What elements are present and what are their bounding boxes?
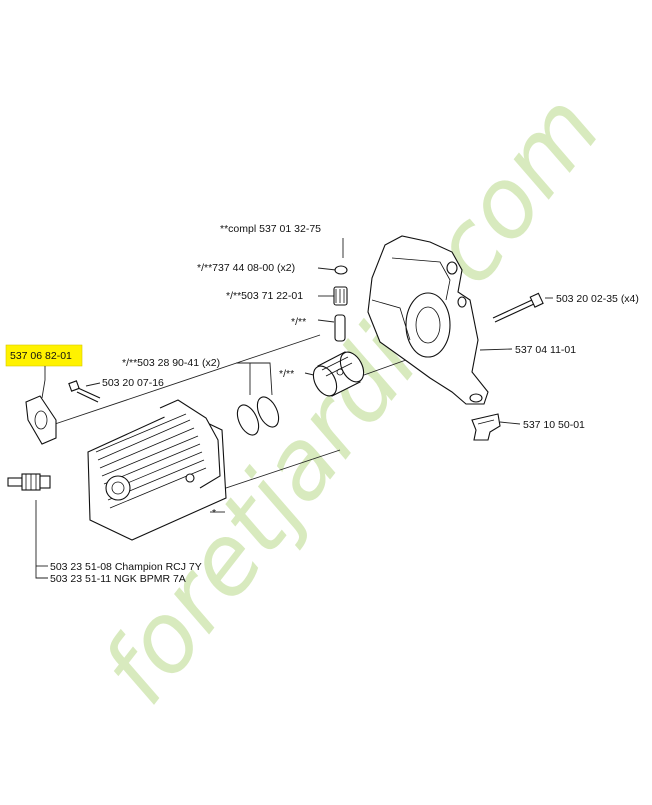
label-spark-plug-champion: 503 23 51-08 Champion RCJ 7Y xyxy=(50,561,202,573)
circlip xyxy=(334,265,348,275)
label-cylinder: * xyxy=(212,507,216,519)
piston-rings xyxy=(236,396,280,436)
label-spark-plug-ngk: 503 23 51-11 NGK BPMR 7A xyxy=(50,573,186,585)
piston xyxy=(312,351,365,397)
watermark-text: foretjardin.com xyxy=(80,74,622,724)
label-piston-pin: */** xyxy=(291,316,306,328)
label-crankcase-screw: 503 20 02-35 (x4) xyxy=(556,293,639,305)
label-cylinder-screw: 503 20 07-16 xyxy=(102,377,164,389)
watermark: foretjardin.com xyxy=(80,74,622,724)
part-labels: **compl 537 01 32-75 */**737 44 08-00 (x… xyxy=(10,223,639,585)
bracket xyxy=(471,413,501,441)
cylinder-screw xyxy=(68,380,101,403)
cylinder xyxy=(87,399,227,541)
piston-pin xyxy=(334,314,346,342)
label-needle-bearing: */**503 71 22-01 xyxy=(226,290,303,302)
label-gasket-highlighted: 537 06 82-01 xyxy=(10,350,72,362)
crankcase xyxy=(367,235,489,405)
highlight-box xyxy=(5,344,83,367)
spark-plug xyxy=(7,473,51,491)
needle-bearing xyxy=(333,286,348,306)
label-piston: */** xyxy=(279,368,294,380)
gasket xyxy=(25,395,57,445)
label-crankcase: 537 04 11-01 xyxy=(515,344,576,356)
label-bracket: 537 10 50-01 xyxy=(523,419,585,431)
label-circlip: */**737 44 08-00 (x2) xyxy=(197,262,295,274)
crankcase-screw xyxy=(492,292,544,323)
label-piston-rings: */**503 28 90-41 (x2) xyxy=(122,357,220,369)
label-piston-kit: **compl 537 01 32-75 xyxy=(220,223,321,235)
